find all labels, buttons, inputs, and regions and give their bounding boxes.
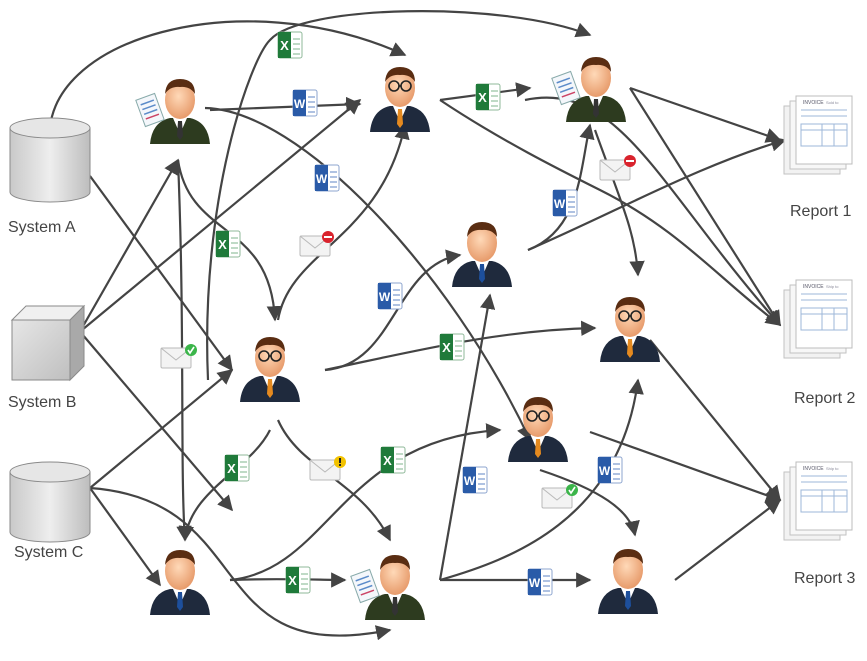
flow-arrow — [89, 486, 392, 641]
word-file-icon — [377, 282, 403, 310]
report-form-title: INVOICE — [803, 100, 824, 106]
flow-arrow — [229, 423, 502, 582]
flow-arrow — [649, 339, 781, 502]
report-form-title: INVOICE — [803, 284, 824, 290]
flow-arrow — [527, 136, 787, 252]
report-form-field: Sold to — [826, 100, 839, 105]
flow-arrow — [81, 158, 179, 329]
email-ok-icon — [160, 344, 197, 369]
flow-arrow — [629, 86, 782, 143]
flow-arrow — [176, 159, 192, 542]
person-node — [507, 396, 569, 463]
email-ok-icon — [541, 484, 578, 509]
report-document-icon: INVOICE Sold to — [783, 95, 853, 175]
excel-file-icon — [215, 230, 241, 258]
flow-arrow — [89, 369, 234, 489]
system-c-label: System C — [14, 544, 84, 561]
flow-arrow — [209, 96, 362, 113]
excel-file-icon — [475, 83, 501, 111]
system-a-label: System A — [8, 219, 76, 236]
arrows-layer — [48, 10, 787, 641]
flow-arrow — [527, 123, 595, 252]
flow-arrow — [439, 99, 782, 326]
flow-arrow — [276, 123, 410, 321]
report-document-icon: INVOICE Ship to — [783, 279, 853, 359]
report-3-label: Report 3 — [794, 570, 856, 587]
system-b-label: System B — [8, 394, 77, 411]
flow-arrow — [539, 468, 640, 537]
database-icon — [9, 117, 91, 203]
excel-file-icon — [224, 454, 250, 482]
word-file-icon — [597, 456, 623, 484]
report-2-label: Report 2 — [794, 390, 856, 407]
excel-file-icon — [277, 31, 303, 59]
flow-arrow — [589, 430, 782, 503]
flow-arrow — [593, 129, 645, 277]
word-file-icon — [527, 568, 553, 596]
flow-arrow — [81, 333, 233, 512]
email-warning-icon — [309, 456, 346, 481]
person-node — [135, 78, 211, 145]
person-node — [452, 222, 512, 287]
people-layer — [135, 56, 661, 621]
word-file-icon — [552, 189, 578, 217]
flow-arrow — [89, 175, 233, 372]
flow-arrow — [674, 499, 782, 581]
word-file-icon — [462, 466, 488, 494]
flow-arrow — [439, 378, 644, 582]
report-form-field: Ship to — [826, 284, 839, 289]
flow-arrow — [438, 293, 496, 581]
person-node — [551, 56, 627, 123]
person-node — [239, 336, 301, 403]
flow-arrow — [206, 10, 592, 381]
flow-arrow — [48, 20, 407, 143]
word-file-icon — [314, 164, 340, 192]
flow-arrow — [629, 87, 781, 327]
flow-arrow — [89, 487, 161, 587]
flow-arrow — [81, 99, 362, 331]
flow-arrow — [178, 429, 271, 542]
person-node — [599, 296, 661, 363]
report-form-title: INVOICE — [803, 466, 824, 472]
database-icon — [9, 461, 91, 543]
email-error-icon — [299, 231, 334, 257]
person-node — [350, 554, 426, 621]
flow-arrow — [204, 106, 532, 442]
server-box-icon — [10, 304, 86, 382]
person-node — [369, 66, 431, 133]
word-file-icon — [292, 89, 318, 117]
excel-file-icon — [439, 333, 465, 361]
email-error-icon — [599, 155, 636, 181]
report-1-label: Report 1 — [790, 203, 852, 220]
report-form-field: Ship to — [826, 466, 839, 471]
report-document-icon: INVOICE Ship to — [783, 461, 853, 541]
file-icons-layer — [160, 31, 636, 596]
excel-file-icon — [380, 446, 406, 474]
excel-file-icon — [285, 566, 311, 594]
person-node — [598, 549, 658, 614]
